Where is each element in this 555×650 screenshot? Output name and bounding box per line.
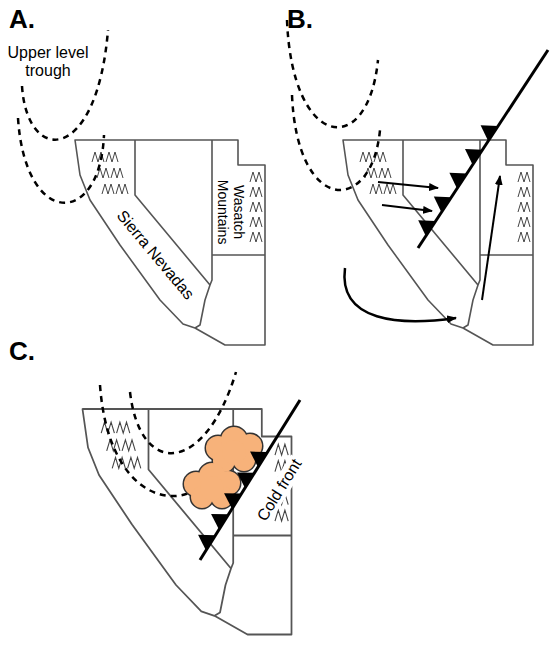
front-triangle xyxy=(481,125,498,141)
front-triangle xyxy=(465,149,482,165)
front-triangle xyxy=(250,452,267,468)
front-triangle xyxy=(211,514,228,530)
front-triangle xyxy=(418,220,435,236)
front-triangle xyxy=(198,535,215,551)
panel-b-map xyxy=(287,20,548,345)
panel-letter: A. xyxy=(9,5,35,35)
front-triangle xyxy=(224,493,241,509)
front-triangle xyxy=(237,472,254,488)
mountain-label: Wasatch Mountains xyxy=(215,175,247,249)
panel-letter: C. xyxy=(9,337,35,367)
cloud xyxy=(184,427,262,508)
trough-label: Upper level trough xyxy=(2,44,94,81)
front-triangle xyxy=(449,173,466,189)
front-triangle xyxy=(434,197,451,213)
panel-letter: B. xyxy=(287,5,313,35)
